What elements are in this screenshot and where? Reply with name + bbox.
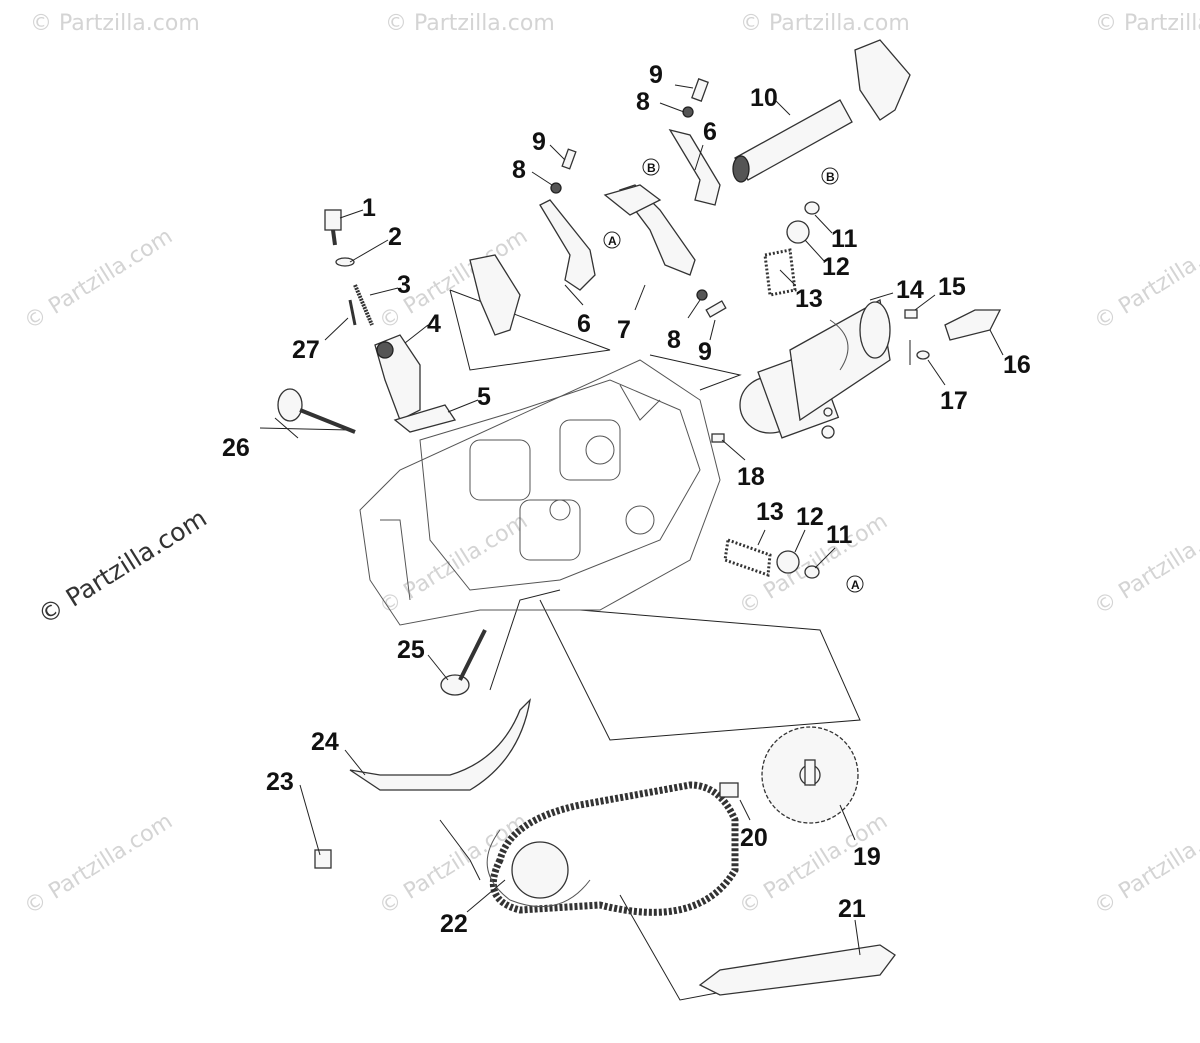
assembly-guide-lines xyxy=(259,289,911,1001)
valves-springs xyxy=(277,220,810,696)
callout-8: 8 xyxy=(636,88,650,116)
camshaft xyxy=(739,298,891,439)
chain-tensioner-blade xyxy=(698,944,896,996)
cam-sprocket xyxy=(761,726,859,824)
ref-marker-a: A xyxy=(851,578,860,592)
cam-chain xyxy=(486,781,739,916)
watermark: © Partzilla.com xyxy=(385,11,555,36)
small-fasteners xyxy=(314,78,1002,869)
callout-7: 7 xyxy=(617,316,631,344)
tensioner-assembly xyxy=(324,209,457,433)
callout-17: 17 xyxy=(940,387,968,415)
cam-cap-bracket-left xyxy=(469,254,521,336)
callout-9: 9 xyxy=(649,61,663,89)
rocker-shaft-end xyxy=(732,155,750,183)
callout-8: 8 xyxy=(667,326,681,354)
callout-11: 11 xyxy=(826,521,853,549)
ref-marker-a: A xyxy=(608,234,617,248)
callout-23: 23 xyxy=(266,768,294,796)
callout-20: 20 xyxy=(740,824,768,852)
rocker-shaft xyxy=(734,99,853,181)
callout-9: 9 xyxy=(698,338,712,366)
crank-sprocket xyxy=(511,841,569,899)
watermark: © Partzilla.com xyxy=(20,224,177,335)
ref-marker-b: B xyxy=(826,170,835,184)
rocker-arms xyxy=(539,128,721,291)
callout-25: 25 xyxy=(397,636,425,664)
callout-5: 5 xyxy=(477,383,491,411)
watermark: © Partzilla.com xyxy=(1090,809,1200,920)
callout-9: 9 xyxy=(532,128,546,156)
callout-26: 26 xyxy=(222,434,250,462)
callout-6: 6 xyxy=(577,310,591,338)
callout-12: 12 xyxy=(822,253,850,281)
watermark-layer: © Partzilla.com © Partzilla.com © Partzi… xyxy=(20,11,1200,920)
watermark: © Partzilla.com xyxy=(1090,509,1200,620)
callout-24: 24 xyxy=(311,728,339,756)
watermark-main: © Partzilla.com xyxy=(33,503,212,630)
callout-19: 19 xyxy=(853,843,881,871)
watermark: © Partzilla.com xyxy=(375,509,532,620)
cylinder-head xyxy=(359,359,721,626)
cam-cap-bracket xyxy=(854,39,911,121)
callout-6: 6 xyxy=(703,118,717,146)
watermark: © Partzilla.com xyxy=(1095,11,1200,36)
watermark: © Partzilla.com xyxy=(30,11,200,36)
callout-10: 10 xyxy=(750,84,778,112)
callout-14: 14 xyxy=(896,276,924,304)
callout-11: 11 xyxy=(831,225,858,253)
callout-13: 13 xyxy=(756,498,784,526)
callout-27: 27 xyxy=(292,336,320,364)
ref-marker-b: B xyxy=(647,161,656,175)
callout-22: 22 xyxy=(440,910,468,938)
callout-1: 1 xyxy=(362,194,376,222)
callout-3: 3 xyxy=(397,271,411,299)
watermark: © Partzilla.com xyxy=(1090,224,1200,335)
callout-18: 18 xyxy=(737,463,765,491)
watermark: © Partzilla.com xyxy=(20,809,177,920)
callout-2: 2 xyxy=(388,223,402,251)
callout-15: 15 xyxy=(938,273,966,301)
reference-markers: A A B B xyxy=(603,158,864,593)
callout-8: 8 xyxy=(512,156,526,184)
callout-12: 12 xyxy=(796,503,824,531)
callout-16: 16 xyxy=(1003,351,1031,379)
callout-4: 4 xyxy=(427,310,441,338)
callout-13: 13 xyxy=(795,285,823,313)
leader-lines xyxy=(274,84,1004,956)
cam-chain-guide xyxy=(349,698,531,791)
watermark: © Partzilla.com xyxy=(740,11,910,36)
callout-21: 21 xyxy=(838,895,866,923)
part-callouts: 1 2 3 4 5 6 6 7 8 8 8 9 9 9 10 11 11 12 … xyxy=(222,61,1031,938)
